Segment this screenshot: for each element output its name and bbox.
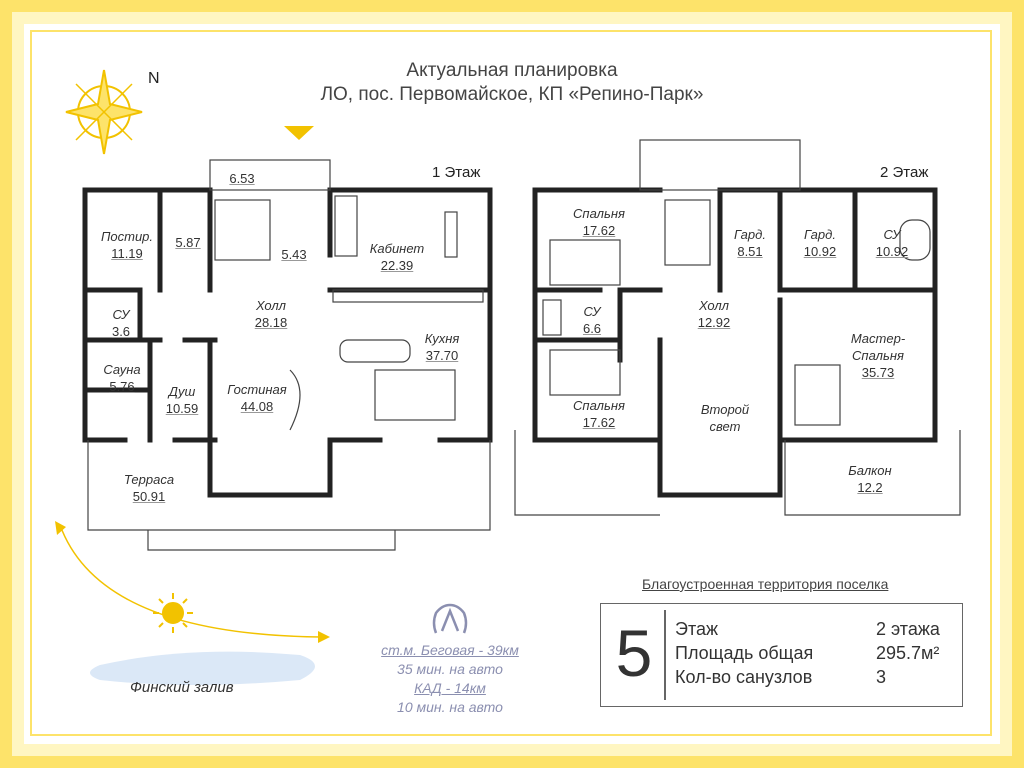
room-label: Постир.11.19 <box>100 229 154 261</box>
page-title: Актуальная планировка <box>406 60 618 81</box>
compass-icon <box>65 69 143 155</box>
room-label: 5.87 <box>175 235 201 250</box>
territory-link: Благоустроенная территория поселка <box>642 576 889 592</box>
sun-path-drawing <box>55 521 330 685</box>
kad-distance: КАД - 14км <box>414 680 486 696</box>
room-label: Гард.8.51 <box>734 227 766 259</box>
info-label: Площадь общая <box>675 643 814 663</box>
info-label: Этаж <box>675 619 719 639</box>
sun-icon <box>153 593 193 633</box>
floor1-label: 1 Этаж <box>432 164 481 181</box>
floor2-label: 2 Этаж <box>880 164 929 181</box>
info-box <box>600 603 963 707</box>
room-label: 5.43 <box>281 247 307 262</box>
north-label: N <box>148 70 160 87</box>
room-label: 6.53 <box>229 171 255 186</box>
kad-time: 10 мин. на авто <box>397 699 503 715</box>
page-subtitle: ЛО, пос. Первомайское, КП «Репино-Парк» <box>320 84 704 105</box>
inner-frame <box>24 24 1000 744</box>
info-value: 3 <box>876 667 887 687</box>
room-label: Гард.10.92 <box>803 227 837 259</box>
plan-number: 5 <box>615 616 653 690</box>
info-label: Кол-во санузлов <box>675 667 813 687</box>
floor1-walls <box>82 187 493 498</box>
frame-border <box>30 30 992 736</box>
metro-distance: ст.м. Беговая - 39км <box>381 642 519 658</box>
metro-time: 35 мин. на авто <box>397 661 503 677</box>
entrance-arrow-icon <box>284 126 314 140</box>
metro-icon <box>432 603 468 634</box>
info-divider <box>664 610 666 700</box>
gulf-label: Финский залив <box>130 679 234 696</box>
info-value: 2 этажа <box>876 619 940 639</box>
room-label: Мастер- <box>850 331 906 346</box>
floor2-walls <box>532 187 938 498</box>
info-value: 295.7м² <box>876 643 940 663</box>
